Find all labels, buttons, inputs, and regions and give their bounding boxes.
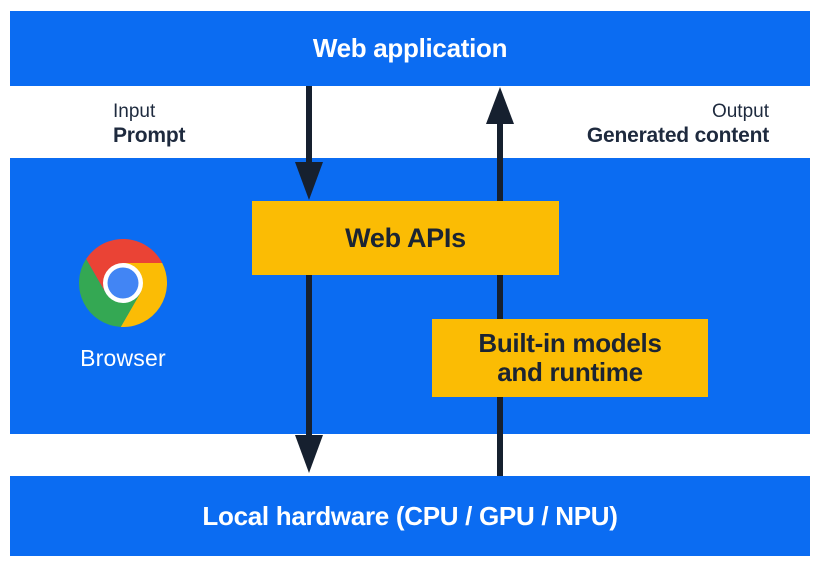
up-arrowhead-icon (486, 87, 514, 124)
down-arrow-lower-line (306, 273, 312, 437)
local-hardware-label: Local hardware (CPU / GPU / NPU) (202, 500, 618, 531)
builtin-models-label-line2: and runtime (497, 357, 643, 387)
web-apis-box: Web APIs (252, 201, 559, 275)
web-apis-label: Web APIs (345, 222, 466, 253)
down-arrowhead-bottom-icon (295, 435, 323, 473)
local-hardware-bar: Local hardware (CPU / GPU / NPU) (10, 476, 810, 556)
up-arrow-line (497, 121, 503, 476)
output-label-group: Output Generated content (587, 100, 769, 148)
input-label: Input (113, 101, 156, 122)
builtin-models-label-line1: Built-in models (478, 328, 662, 358)
chrome-logo-center (107, 267, 139, 299)
prompt-label: Prompt (113, 124, 186, 147)
down-arrowhead-mid-icon (295, 162, 323, 200)
web-application-bar: Web application (10, 11, 810, 86)
builtin-models-box: Built-in models and runtime (432, 319, 708, 397)
web-application-label: Web application (312, 33, 508, 63)
output-label: Output (711, 101, 769, 122)
down-arrow-upper-line (306, 86, 312, 164)
generated-content-label: Generated content (586, 124, 769, 147)
chrome-logo-icon (79, 239, 167, 327)
browser-label: Browser (80, 345, 166, 371)
input-label-group: Input Prompt (113, 100, 186, 148)
